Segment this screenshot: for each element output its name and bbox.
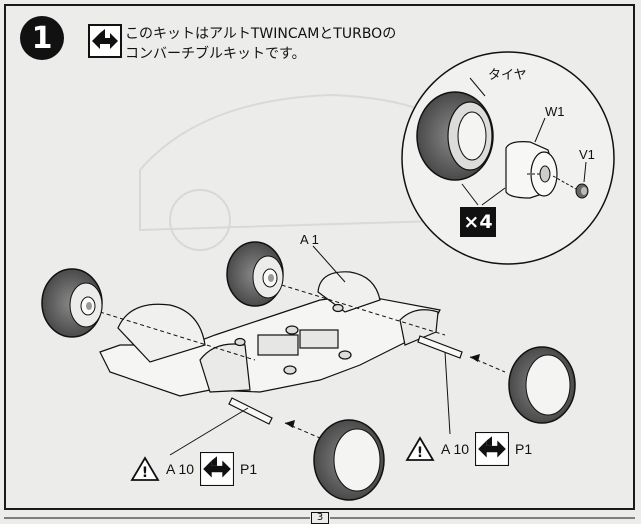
step-description: このキットはアルトTWINCAMとTURBOの コンバーチブルキットです。 (125, 24, 445, 64)
convertible-arrows-icon (88, 24, 122, 58)
step-description-line-1: このキットはアルトTWINCAMとTURBOの (125, 26, 397, 42)
chassis-label: A 1 (300, 232, 319, 247)
step-description-line-2: コンバーチブルキットです。 (125, 46, 306, 62)
step-number-badge: 1 (20, 16, 64, 60)
tire-front-left (226, 241, 284, 307)
chassis-part (99, 271, 441, 397)
quantity-badge: ×4 (460, 207, 496, 237)
page-number: 3 (311, 512, 329, 524)
axle-front (417, 335, 463, 359)
cap-callout-part (575, 183, 589, 199)
convertible-arrows-icon (200, 452, 235, 486)
tire-label: タイヤ (488, 67, 527, 82)
caution-symbol-right: ! (417, 445, 423, 461)
page-ref-right: P1 (515, 441, 533, 457)
convertible-arrows-icon (475, 432, 510, 466)
tire-callout-part (416, 91, 494, 181)
page-ref-left: P1 (240, 461, 258, 477)
axle-rear (228, 397, 273, 425)
tire-front-right (508, 346, 576, 424)
tire-rear-left (41, 268, 103, 338)
page-frame (4, 4, 635, 510)
part-ref-left: A 10 (166, 461, 195, 477)
warning-note-right: ! A 10 P1 (405, 432, 538, 466)
caution-triangle-icon: ! (130, 456, 160, 481)
wheel-callout-part (505, 141, 558, 199)
caution-symbol-left: ! (142, 465, 148, 481)
warning-note-left: ! A 10 P1 (130, 452, 263, 486)
wheel-label: W1 (545, 104, 565, 119)
part-ref-right: A 10 (441, 441, 470, 457)
tire-rear-right (313, 419, 385, 501)
caution-triangle-icon: ! (405, 436, 435, 461)
cap-label: V1 (579, 147, 595, 162)
